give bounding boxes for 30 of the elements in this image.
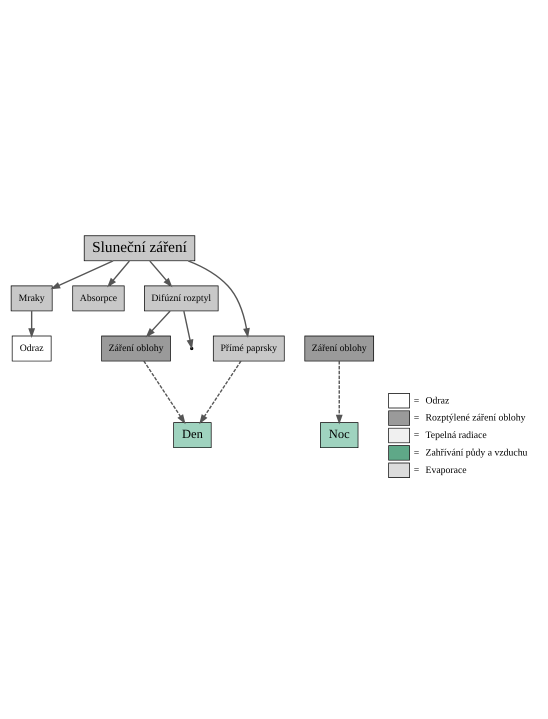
node-box: Mraky bbox=[10, 285, 53, 311]
arrow bbox=[50, 260, 114, 289]
node-box: Absorpce bbox=[72, 285, 125, 311]
label: = bbox=[414, 430, 420, 441]
arrow bbox=[188, 260, 250, 338]
arrow bbox=[143, 360, 186, 424]
node-box: Odraz bbox=[12, 335, 52, 361]
legend-label: Evaporace bbox=[426, 464, 467, 476]
node-box: Záření oblohy bbox=[304, 335, 374, 361]
arrow bbox=[28, 310, 36, 338]
legend-label: Zahřívání půdy a vzduchu bbox=[426, 446, 528, 458]
node-box: Sluneční záření bbox=[84, 234, 196, 261]
arrow bbox=[199, 360, 242, 424]
legend-label: Odraz bbox=[426, 394, 450, 406]
legend-label: Tepelná radiace bbox=[426, 430, 487, 441]
node-box: Den bbox=[173, 422, 212, 448]
node-box: Difúzní rozptyl bbox=[144, 285, 218, 311]
label: = bbox=[414, 412, 420, 424]
node-box: Noc bbox=[320, 422, 358, 448]
node-box: Přímé paprsky bbox=[212, 335, 285, 361]
legend-label: Rozptýlené záření oblohy bbox=[426, 412, 526, 424]
arrow bbox=[336, 360, 343, 424]
arrow bbox=[149, 260, 172, 287]
arrow bbox=[183, 310, 194, 349]
label: = bbox=[414, 446, 420, 458]
label: = bbox=[414, 464, 420, 476]
label: = bbox=[414, 394, 420, 406]
arrow bbox=[107, 260, 130, 287]
node-box: Záření oblohy bbox=[101, 335, 171, 361]
arrow bbox=[146, 310, 171, 337]
